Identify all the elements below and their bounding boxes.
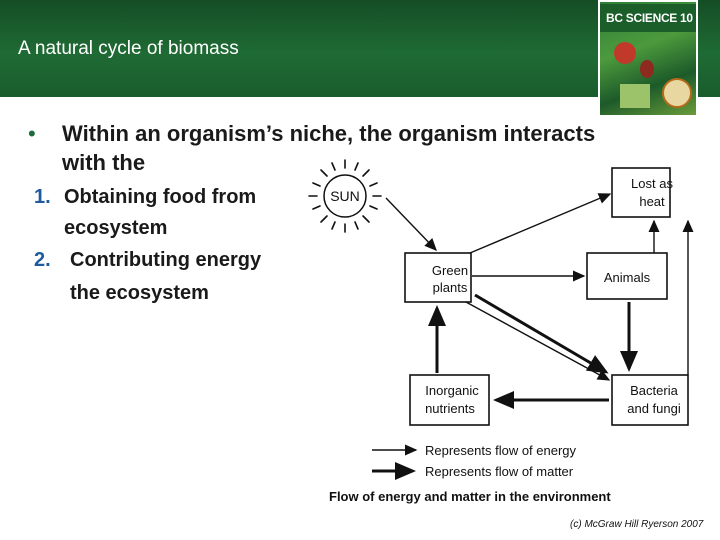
bacteria-fungi-label-1: Bacteria <box>630 383 678 398</box>
legend-energy-label: Represents flow of energy <box>425 443 577 458</box>
inorganic-nutrients-label-2: nutrients <box>425 401 475 416</box>
list-item-1-line2: ecosystem <box>64 217 168 239</box>
bullet-text: Within an organism’s niche, the organism… <box>62 121 596 175</box>
list-item-1-line1: Obtaining food from <box>64 186 257 208</box>
book-berry-graphic <box>614 42 636 64</box>
lost-as-heat-label-2: heat <box>639 194 665 209</box>
book-cell-graphic <box>662 78 692 108</box>
legend-matter-label: Represents flow of matter <box>425 464 574 479</box>
green-plants-label-2: plants <box>433 280 468 295</box>
inorganic-nutrients-label-1: Inorganic <box>425 383 479 398</box>
energy-matter-flow-diagram: SUN Green plants Animals Lost as heat In… <box>308 159 694 504</box>
lost-as-heat-label-1: Lost as <box>631 176 673 191</box>
green-plants-label-1: Green <box>432 263 468 278</box>
diagram-caption: Flow of energy and matter in the environ… <box>329 489 611 504</box>
list-item-2-line2: the ecosystem <box>70 282 209 304</box>
green-plants-box <box>404 252 472 303</box>
list-item-2-line1: Contributing energy <box>70 249 262 271</box>
list-number-2: 2. <box>34 249 51 271</box>
book-leaf-graphic <box>620 84 650 108</box>
bacteria-fungi-label-2: and fungi <box>627 401 681 416</box>
bacteria-fungi-box <box>611 374 689 426</box>
book-title-band <box>600 4 696 32</box>
animals-box <box>586 252 668 300</box>
book-seed-graphic <box>640 60 654 78</box>
textbook-cover-image: BC SCIENCE 10 <box>598 0 698 117</box>
slide-title: A natural cycle of biomass <box>18 38 239 59</box>
energy-flow-arrows <box>385 193 694 381</box>
animals-label: Animals <box>604 270 651 285</box>
matter-flow-arrows <box>428 293 638 409</box>
bullet-icon: • <box>28 121 36 146</box>
inorganic-nutrients-box <box>409 374 490 426</box>
sun-icon <box>308 159 382 233</box>
copyright-notice: (c) McGraw Hill Ryerson 2007 <box>570 519 704 530</box>
book-title: BC SCIENCE 10 <box>606 11 693 25</box>
lost-as-heat-box <box>611 167 671 218</box>
list-number-1: 1. <box>34 186 51 208</box>
sun-label: SUN <box>330 188 360 204</box>
